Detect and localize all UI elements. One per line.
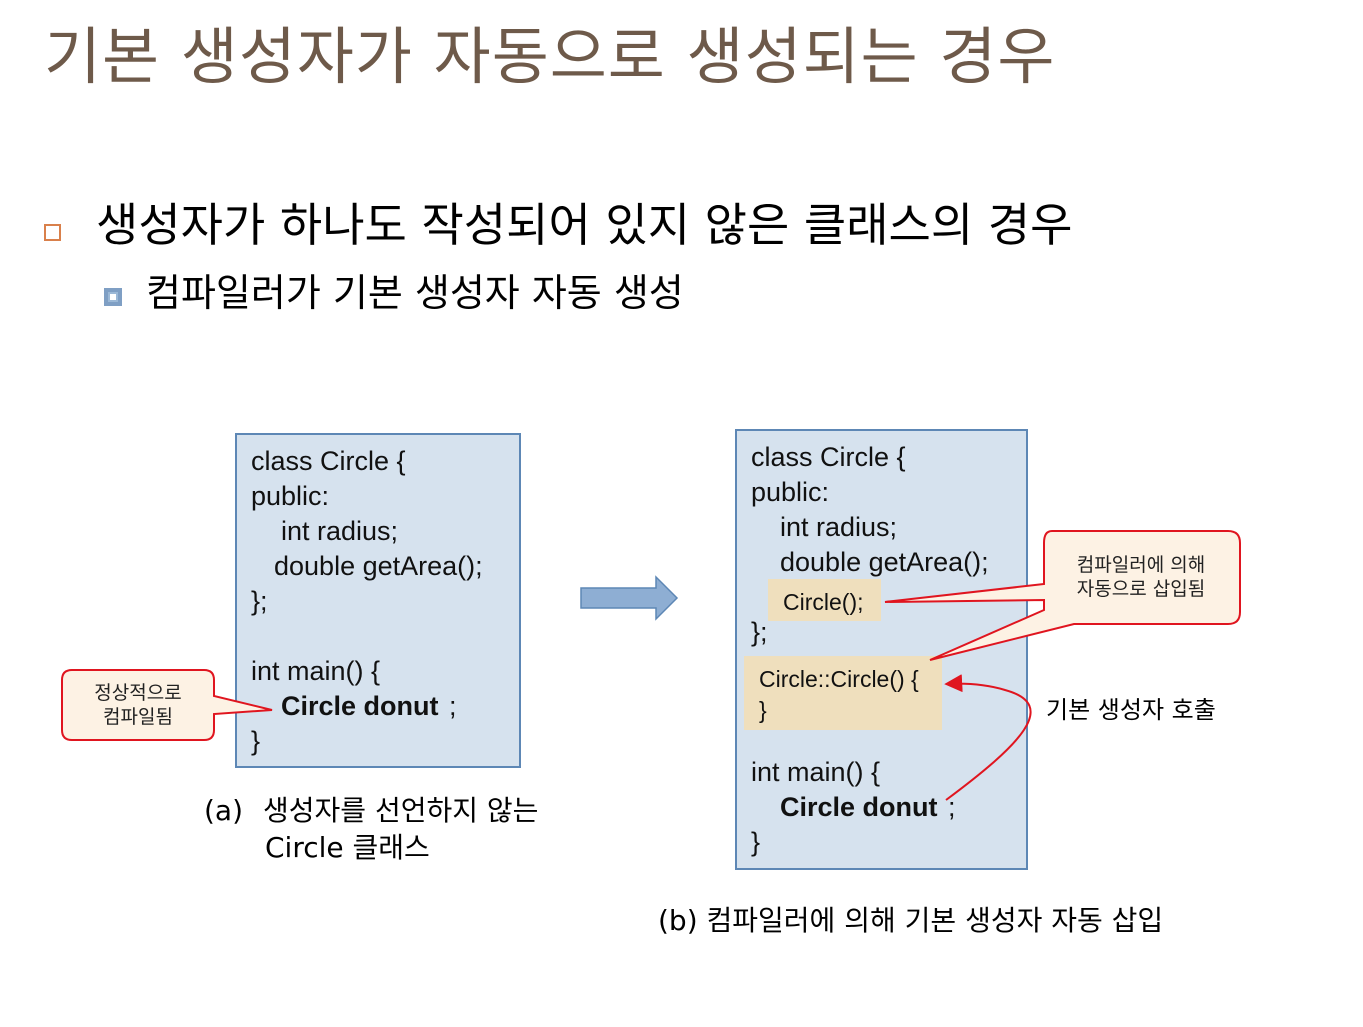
code-line: int main() { <box>751 757 881 787</box>
code-line-semicolon: ; <box>948 792 956 822</box>
callout-line: 정상적으로 <box>94 682 182 704</box>
code-line: class Circle { <box>751 442 906 472</box>
code-line: } <box>751 827 761 857</box>
code-line: }; <box>751 617 768 647</box>
code-line: public: <box>251 481 330 511</box>
constructor-definition-highlight <box>744 656 942 730</box>
callout-line: 컴파일됨 <box>103 706 173 728</box>
caption-a-line1: 생성자를 선언하지 않는 <box>263 794 539 827</box>
caption-a-line2: Circle 클래스 <box>265 831 430 864</box>
code-line: int main() { <box>251 656 381 686</box>
constructor-declaration-highlight <box>768 579 881 621</box>
inserted-constructor-definition: Circle::Circle() { <box>759 666 919 692</box>
code-line: } <box>251 726 261 756</box>
right-callout-text: 컴파일러에 의해 자동으로 삽입됨 <box>1046 553 1236 601</box>
callout-line: 자동으로 삽입됨 <box>1076 578 1206 600</box>
code-line: double getArea(); <box>274 551 483 581</box>
code-line: class Circle { <box>251 446 406 476</box>
bullet-level1: 생성자가 하나도 작성되어 있지 않은 클래스의 경우 <box>96 198 1073 252</box>
code-line: public: <box>751 477 830 507</box>
sub-bullet-square-icon <box>104 288 122 306</box>
code-line-declaration: Circle donut <box>281 691 439 721</box>
code-line-declaration: Circle donut <box>780 792 938 822</box>
right-code-box <box>735 429 1028 870</box>
code-line: int radius; <box>281 516 399 546</box>
caption-a-marker: (a) <box>204 794 244 827</box>
bullet-square-icon <box>44 224 61 241</box>
code-line: int radius; <box>780 512 898 542</box>
inserted-constructor-declaration: Circle(); <box>783 589 864 615</box>
bullet-level2: 컴파일러가 기본 생성자 자동 생성 <box>146 271 684 315</box>
left-callout-bubble <box>61 669 273 741</box>
right-callout-bubble <box>884 530 1241 661</box>
call-arrow-icon <box>944 674 1032 801</box>
left-callout-text: 정상적으로 컴파일됨 <box>66 681 210 729</box>
default-constructor-call-label: 기본 생성자 호출 <box>1046 696 1216 724</box>
slide-title: 기본 생성자가 자동으로 생성되는 경우 <box>44 20 1056 93</box>
left-code-box <box>235 433 521 768</box>
code-line: } <box>759 697 767 723</box>
callout-line: 컴파일러에 의해 <box>1076 554 1206 576</box>
code-line: double getArea(); <box>780 547 989 577</box>
code-line-semicolon: ; <box>449 691 457 721</box>
code-line: }; <box>251 586 268 616</box>
transform-arrow-icon <box>580 575 679 621</box>
caption-b: (b) 컴파일러에 의해 기본 생성자 자동 삽입 <box>658 904 1164 937</box>
